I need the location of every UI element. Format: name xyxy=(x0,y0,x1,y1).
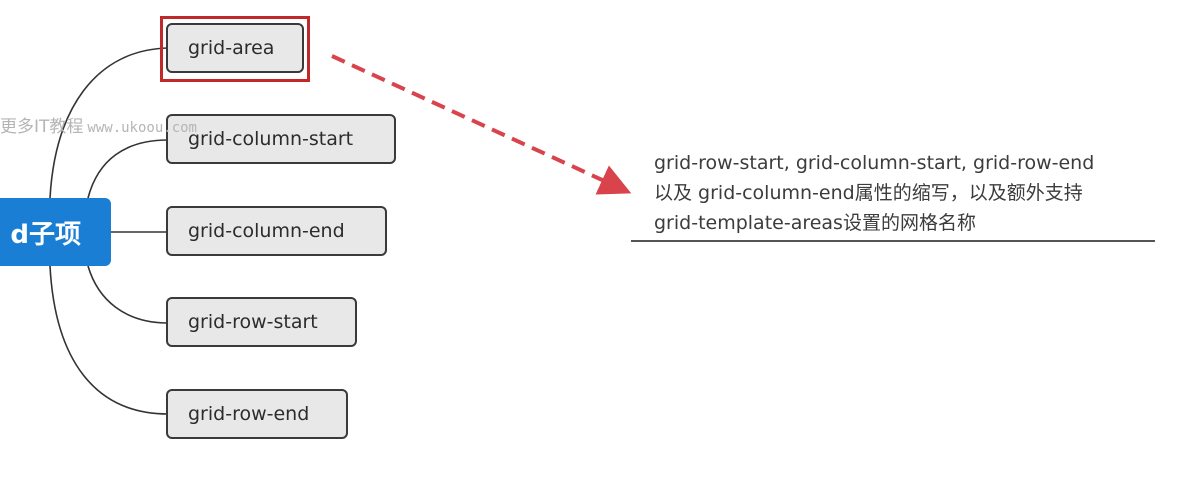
root-node-label: d子项 xyxy=(10,219,81,250)
annotation-note: grid-row-start, grid-column-start, grid-… xyxy=(654,148,1174,238)
highlight-box xyxy=(160,16,310,82)
connector-grid-area xyxy=(49,47,169,199)
node-label: grid-row-start xyxy=(188,311,318,333)
connector-grid-row-start xyxy=(87,265,169,324)
node-label: grid-column-end xyxy=(188,220,345,242)
node-label: grid-area xyxy=(188,37,275,59)
annotation-line: grid-template-areas设置的网格名称 xyxy=(654,212,976,234)
annotation-underline xyxy=(631,240,1155,242)
root-node[interactable]: d子项 xyxy=(0,198,111,266)
watermark-url: www.ukoou.com xyxy=(87,120,197,136)
node-grid-column-start[interactable]: grid-column-start xyxy=(166,114,396,164)
connector-grid-row-end xyxy=(49,265,169,415)
node-grid-area[interactable]: grid-area xyxy=(166,23,304,73)
annotation-line: grid-row-start, grid-column-start, grid-… xyxy=(654,152,1095,174)
node-label: grid-column-start xyxy=(188,128,354,150)
watermark-text: 更多IT教程 xyxy=(0,117,84,137)
node-grid-row-end[interactable]: grid-row-end xyxy=(166,389,348,439)
node-label: grid-row-end xyxy=(188,403,310,425)
node-grid-column-end[interactable]: grid-column-end xyxy=(166,206,387,256)
connector-grid-column-start xyxy=(87,139,169,199)
annotation-line: 以及 grid-column-end属性的缩写，以及额外支持 xyxy=(654,182,1083,204)
node-grid-row-start[interactable]: grid-row-start xyxy=(166,297,357,347)
dashed-arrow xyxy=(331,54,632,195)
